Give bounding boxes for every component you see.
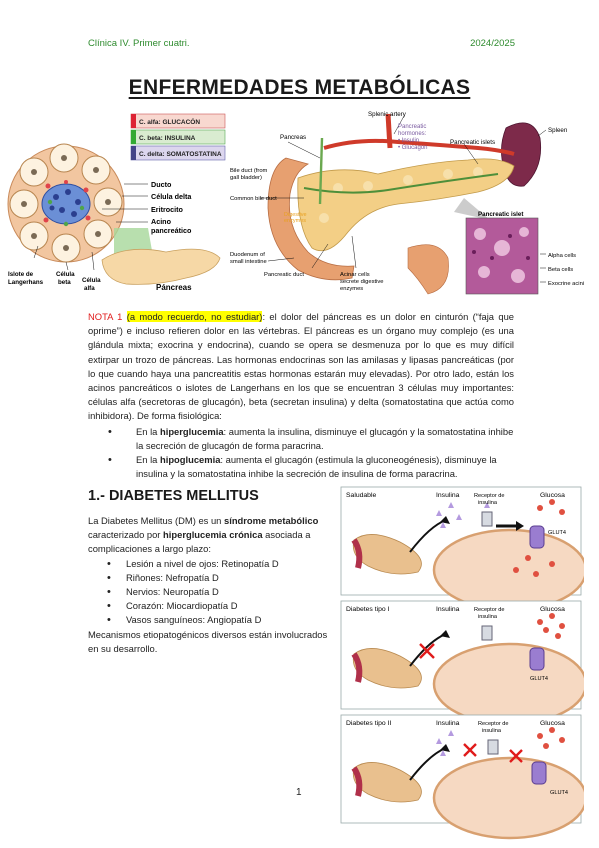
label-hormones-4: • Glucagon	[398, 145, 427, 151]
label-duodenum-2: small intestine	[230, 259, 267, 265]
list-item-hiperglucemia: En la hiperglucemia: aumenta la insulina…	[108, 425, 514, 453]
label-exocrine-acini: Exocrine acini	[548, 281, 584, 287]
label-islet-title: Pancreatic islet	[478, 211, 523, 218]
label-bile-duct-1: Bile duct (from	[230, 168, 268, 174]
list-item: Corazón: Miocardiopatía D	[107, 599, 340, 613]
label-islote-2: Langerhans	[8, 279, 44, 286]
header-year: 2024/2025	[470, 38, 515, 49]
panel-title: Saludable	[346, 492, 376, 499]
label-pancreatic-duct: Pancreatic duct	[264, 272, 304, 278]
label-hormones-1: Pancreatic	[398, 124, 426, 130]
note-label: NOTA 1	[88, 311, 123, 322]
label-celula-beta-2: beta	[58, 279, 71, 286]
label-alpha-cells: Alpha cells	[548, 253, 576, 259]
label-receptor: Receptor de	[474, 607, 504, 613]
label-celula-alfa: Célula	[82, 277, 101, 284]
label-spleen: Spleen	[548, 127, 568, 134]
label-eritrocito: Eritrocito	[151, 205, 184, 214]
label-bile-duct-2: gall bladder)	[230, 175, 262, 181]
label-splenic-artery: Splenic artery	[368, 111, 407, 118]
label-acino: Acino	[151, 217, 172, 226]
legend-alfa: C. alfa: GLUCACÓN	[139, 117, 200, 126]
legend-delta: C. delta: SOMATOSTATINA	[139, 151, 222, 158]
diabetes-text: La Diabetes Mellitus (DM) es un síndrome…	[88, 514, 340, 656]
label-celula-alfa-2: alfa	[84, 285, 95, 292]
label-duodenum-1: Duodenum of	[230, 252, 265, 258]
label-acino-2: pancreático	[151, 226, 192, 235]
list-item: Nervios: Neuropatía D	[107, 585, 340, 599]
list-item-hipoglucemia: En la hipoglucemia: aumenta el glucagón …	[108, 453, 514, 481]
label-glut4: GLUT4	[530, 676, 548, 682]
label-celula-beta: Célula	[56, 271, 75, 278]
note-highlight: (a modo recuerdo, no estudiar)	[126, 311, 263, 322]
dm-intro: La Diabetes Mellitus (DM) es un síndrome…	[88, 515, 319, 555]
label-insulina: Insulina	[436, 492, 460, 499]
label-islote: Islote de	[8, 271, 34, 278]
label-insulina: Insulina	[436, 606, 460, 613]
label-celula-delta: Célula delta	[151, 192, 192, 201]
label-acinar-3: enzymes	[340, 286, 363, 292]
dm-mechanisms: Mecanismos etiopatogénicos diversos está…	[88, 628, 328, 654]
panel-diabetes-tipo-2: Diabetes tipo II Insulina Receptor de in…	[340, 714, 584, 840]
label-pancreas: Páncreas	[156, 283, 192, 292]
list-item: Vasos sanguíneos: Angiopatía D	[107, 613, 340, 627]
label-acinar-2: secrete digestive	[340, 279, 384, 285]
label-glucosa: Glucosa	[540, 492, 565, 499]
header-course: Clínica IV. Primer cuatri.	[88, 38, 190, 49]
diabetes-insulin-figure: Saludable Insulina Receptor de insulina …	[340, 486, 584, 840]
panel-title: Diabetes tipo II	[346, 720, 391, 727]
physiology-list: En la hiperglucemia: aumenta la insulina…	[88, 425, 514, 482]
pancreas-anatomy-figure: Splenic artery Pancreas Pancreatic hormo…	[230, 111, 584, 295]
list-item: Lesión a nivel de ojos: Retinopatía D	[107, 557, 340, 571]
label-glucosa: Glucosa	[540, 606, 565, 613]
label-receptor-2: insulina	[482, 728, 502, 734]
complications-list: Lesión a nivel de ojos: Retinopatía D Ri…	[88, 557, 340, 628]
panel-title: Diabetes tipo I	[346, 606, 390, 613]
label-insulina: Insulina	[436, 720, 460, 727]
label-digestive-1: Digestive	[284, 212, 307, 218]
label-islets: Pancreatic islets	[450, 139, 495, 146]
list-item: Riñones: Nefropatía D	[107, 571, 340, 585]
panel-diabetes-tipo-1: Diabetes tipo I Insulina Receptor de ins…	[340, 600, 584, 726]
label-receptor-2: insulina	[478, 500, 498, 506]
section-heading: 1.- DIABETES MELLITUS	[88, 488, 259, 504]
label-receptor: Receptor de	[478, 721, 508, 727]
label-receptor: Receptor de	[474, 493, 504, 499]
label-common-bile-duct: Common bile duct	[230, 196, 277, 202]
label-digestive-2: enzymes	[284, 218, 306, 224]
legend-beta: C. beta: INSULINA	[139, 135, 196, 142]
islet-langerhans-figure: C. alfa: GLUCACÓN C. beta: INSULINA C. d…	[7, 113, 226, 292]
label-glut4: GLUT4	[548, 530, 566, 536]
label-ducto: Ducto	[151, 180, 172, 189]
note-1: NOTA 1 (a modo recuerdo, no estudiar): e…	[88, 310, 514, 481]
label-hormones-3: • Insulin	[398, 138, 419, 144]
label-glut4: GLUT4	[550, 790, 568, 796]
label-hormones-2: hormones:	[398, 131, 427, 137]
label-beta-cells: Beta cells	[548, 267, 573, 273]
panel-saludable: Saludable Insulina Receptor de insulina …	[340, 486, 584, 612]
label-receptor-2: insulina	[478, 614, 498, 620]
label-glucosa: Glucosa	[540, 720, 565, 727]
label-acinar-1: Acinar cells	[340, 272, 370, 278]
label-pancreas-en: Pancreas	[280, 134, 306, 141]
page-number: 1	[296, 787, 302, 798]
page-title: ENFERMEDADES METABÓLICAS	[128, 76, 471, 99]
note-body: : el dolor del páncreas es un dolor en c…	[88, 311, 515, 422]
